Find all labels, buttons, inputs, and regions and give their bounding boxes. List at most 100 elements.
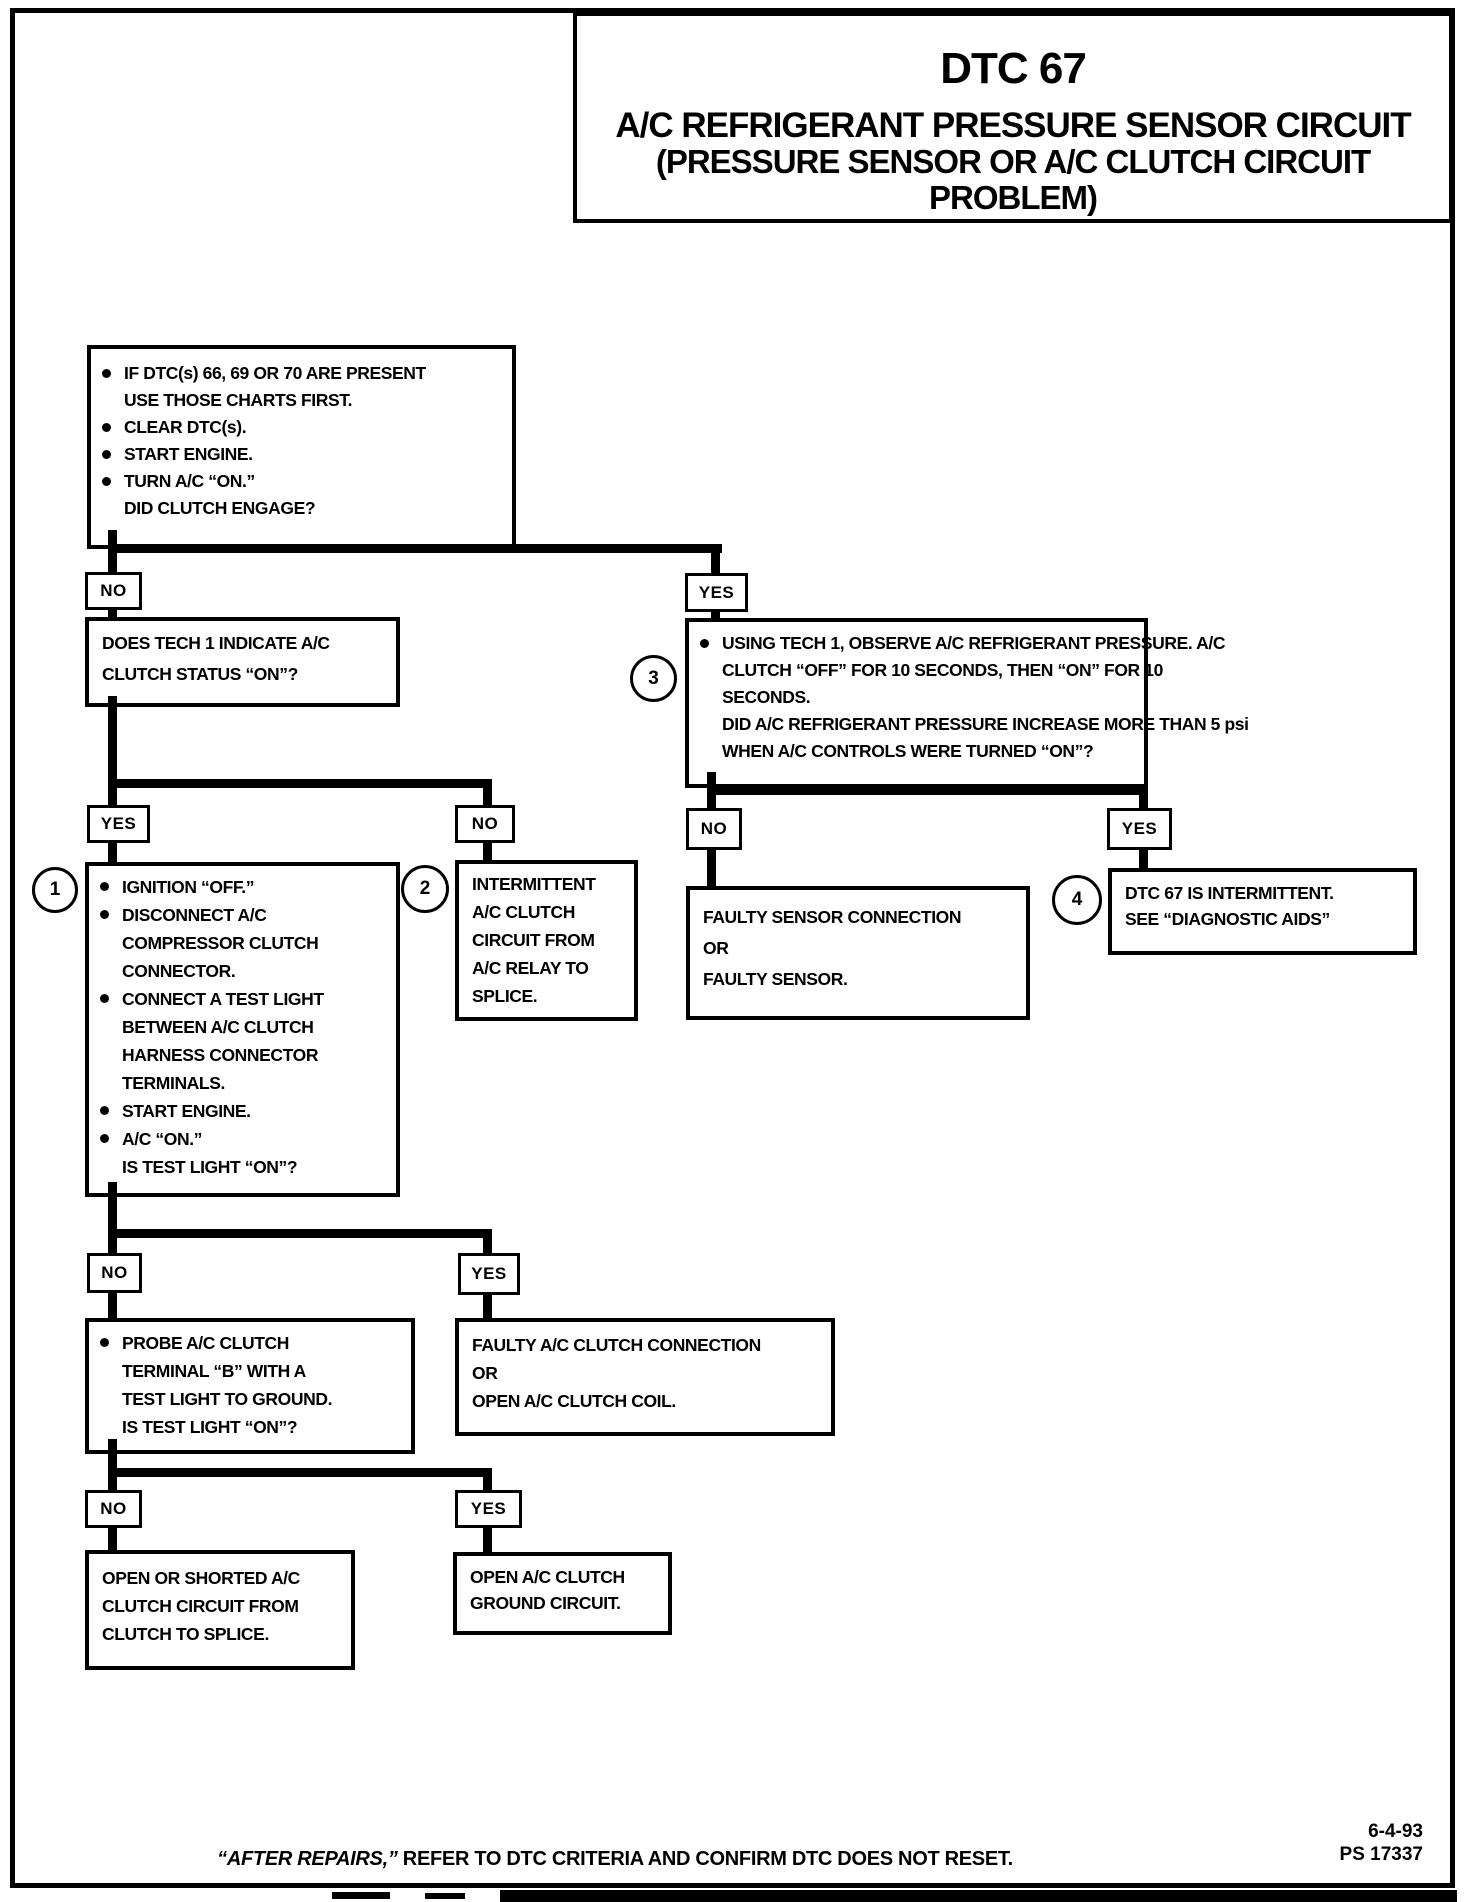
faulty-sensor-line: OR xyxy=(703,938,729,958)
open-ground-line: GROUND CIRCUIT. xyxy=(470,1593,621,1613)
faulty-clutch-line: FAULTY A/C CLUTCH CONNECTION xyxy=(472,1335,761,1355)
no-label-3: NO xyxy=(87,1253,142,1293)
open-shorted-clutch-box: OPEN OR SHORTED A/C CLUTCH CIRCUIT FROM … xyxy=(85,1550,355,1670)
no-label-2: NO xyxy=(455,805,515,843)
start-line: USE THOSE CHARTS FIRST. xyxy=(124,390,353,410)
connector xyxy=(483,1477,492,1490)
faulty-clutch-line: OPEN A/C CLUTCH COIL. xyxy=(472,1391,676,1411)
connector xyxy=(108,544,722,553)
connector xyxy=(108,841,117,862)
title-line1: A/C REFRIGERANT PRESSURE SENSOR CIRCUIT xyxy=(615,106,1411,145)
ignition-line: IGNITION “OFF.” xyxy=(89,873,396,901)
step-circle-2: 2 xyxy=(401,865,449,913)
connector xyxy=(707,795,716,808)
faulty-sensor-line: FAULTY SENSOR. xyxy=(703,969,848,989)
yes-label-2: YES xyxy=(87,805,150,843)
no-label-4: NO xyxy=(85,1490,142,1528)
connector xyxy=(707,786,1148,795)
open-ground-line: OPEN A/C CLUTCH xyxy=(470,1567,625,1587)
ignition-line: DISCONNECT A/C xyxy=(89,901,396,929)
ignition-line: CONNECTOR. xyxy=(122,961,236,981)
page-border xyxy=(10,8,1455,1888)
probe-line: TEST LIGHT TO GROUND. xyxy=(122,1389,333,1409)
start-question: DID CLUTCH ENGAGE? xyxy=(124,498,316,518)
connector xyxy=(108,1526,117,1550)
observe-line: DID A/C REFRIGERANT PRESSURE INCREASE MO… xyxy=(722,714,1249,734)
title-line2: (PRESSURE SENSOR OR A/C CLUTCH CIRCUIT P… xyxy=(655,143,1371,216)
footer-note-italic: “AFTER REPAIRS,” xyxy=(217,1848,398,1870)
scan-artifact-bar xyxy=(500,1890,1457,1902)
observe-pressure-box: USING TECH 1, OBSERVE A/C REFRIGERANT PR… xyxy=(685,618,1249,788)
footer-date: 6-4-93 xyxy=(1368,1821,1423,1842)
intermittent-line: CIRCUIT FROM xyxy=(472,930,595,950)
probe-terminal-b-box: PROBE A/C CLUTCH TERMINAL “B” WITH A TES… xyxy=(85,1318,415,1454)
start-line: START ENGINE. xyxy=(91,441,512,468)
dtc-code-title: DTC 67 xyxy=(940,44,1087,93)
probe-line: TERMINAL “B” WITH A xyxy=(122,1361,306,1381)
faulty-clutch-line: OR xyxy=(472,1363,498,1383)
observe-line: SECONDS. xyxy=(722,687,811,707)
start-line: CLEAR DTC(s). xyxy=(91,414,512,441)
connector xyxy=(108,779,492,788)
scan-artifact-dash xyxy=(332,1892,390,1899)
dtc67-intermittent-line: SEE “DIAGNOSTIC AIDS” xyxy=(1125,909,1330,929)
connector xyxy=(483,1526,492,1552)
open-shorted-line: OPEN OR SHORTED A/C xyxy=(102,1568,300,1588)
tech1-line: CLUTCH STATUS “ON”? xyxy=(102,664,298,684)
observe-question: WHEN A/C CONTROLS WERE TURNED “ON”? xyxy=(722,741,1094,761)
connector xyxy=(108,1468,492,1477)
connector xyxy=(707,772,716,786)
ignition-line: HARNESS CONNECTOR xyxy=(122,1045,319,1065)
start-line: TURN A/C “ON.” xyxy=(91,468,512,495)
connector xyxy=(711,610,720,618)
step-circle-4: 4 xyxy=(1052,875,1102,925)
intermittent-line: A/C RELAY TO xyxy=(472,958,589,978)
connector xyxy=(1139,795,1148,808)
step-circle-3: 3 xyxy=(630,655,677,702)
open-shorted-line: CLUTCH CIRCUIT FROM xyxy=(102,1596,299,1616)
connector xyxy=(483,788,492,805)
ignition-line: A/C “ON.” xyxy=(89,1125,396,1153)
tech1-line: DOES TECH 1 INDICATE A/C xyxy=(102,633,330,653)
faulty-sensor-box: FAULTY SENSOR CONNECTION OR FAULTY SENSO… xyxy=(686,886,1030,1020)
connector xyxy=(108,1229,492,1238)
connector xyxy=(108,696,117,805)
ignition-test-box: IGNITION “OFF.” DISCONNECT A/C COMPRESSO… xyxy=(85,862,400,1197)
probe-question: IS TEST LIGHT “ON”? xyxy=(122,1417,298,1437)
connector xyxy=(108,1291,117,1318)
connector xyxy=(711,553,720,573)
connector xyxy=(108,1439,117,1490)
ignition-line: START ENGINE. xyxy=(89,1097,396,1125)
intermittent-line: INTERMITTENT xyxy=(472,874,596,894)
ignition-question: IS TEST LIGHT “ON”? xyxy=(122,1157,298,1177)
start-line: IF DTC(s) 66, 69 OR 70 ARE PRESENT xyxy=(91,360,512,387)
no-label-5: NO xyxy=(686,808,742,850)
connector xyxy=(483,841,492,860)
ignition-line: TERMINALS. xyxy=(122,1073,225,1093)
open-shorted-line: CLUTCH TO SPLICE. xyxy=(102,1624,269,1644)
yes-label-1: YES xyxy=(685,573,748,612)
title-box: DTC 67 A/C REFRIGERANT PRESSURE SENSOR C… xyxy=(573,12,1453,223)
connector xyxy=(108,608,117,620)
intermittent-clutch-box: INTERMITTENT A/C CLUTCH CIRCUIT FROM A/C… xyxy=(455,860,638,1021)
observe-line: USING TECH 1, OBSERVE A/C REFRIGERANT PR… xyxy=(689,630,1225,657)
yes-label-3: YES xyxy=(458,1253,520,1295)
connector xyxy=(108,1182,117,1253)
no-label-1: NO xyxy=(85,572,142,610)
footer-note-rest: REFER TO DTC CRITERIA AND CONFIRM DTC DO… xyxy=(397,1848,1013,1870)
dtc67-intermittent-line: DTC 67 IS INTERMITTENT. xyxy=(1125,883,1334,903)
connector xyxy=(707,848,716,886)
yes-label-4: YES xyxy=(455,1490,522,1528)
yes-label-5: YES xyxy=(1107,808,1172,850)
footer-note: “AFTER REPAIRS,” REFER TO DTC CRITERIA A… xyxy=(180,1848,1050,1871)
start-box: IF DTC(s) 66, 69 OR 70 ARE PRESENT USE T… xyxy=(87,345,516,549)
connector xyxy=(483,1238,492,1253)
ignition-line: CONNECT A TEST LIGHT xyxy=(89,985,396,1013)
open-ground-box: OPEN A/C CLUTCH GROUND CIRCUIT. xyxy=(453,1552,672,1635)
faulty-sensor-line: FAULTY SENSOR CONNECTION xyxy=(703,907,962,927)
footer-doc-number: PS 17337 xyxy=(1339,1844,1423,1865)
faulty-clutch-connection-box: FAULTY A/C CLUTCH CONNECTION OR OPEN A/C… xyxy=(455,1318,835,1436)
dtc67-intermittent-box: DTC 67 IS INTERMITTENT. SEE “DIAGNOSTIC … xyxy=(1108,868,1417,955)
ignition-line: COMPRESSOR CLUTCH xyxy=(122,933,319,953)
footer-reference: 6-4-93 PS 17337 xyxy=(1293,1820,1423,1866)
